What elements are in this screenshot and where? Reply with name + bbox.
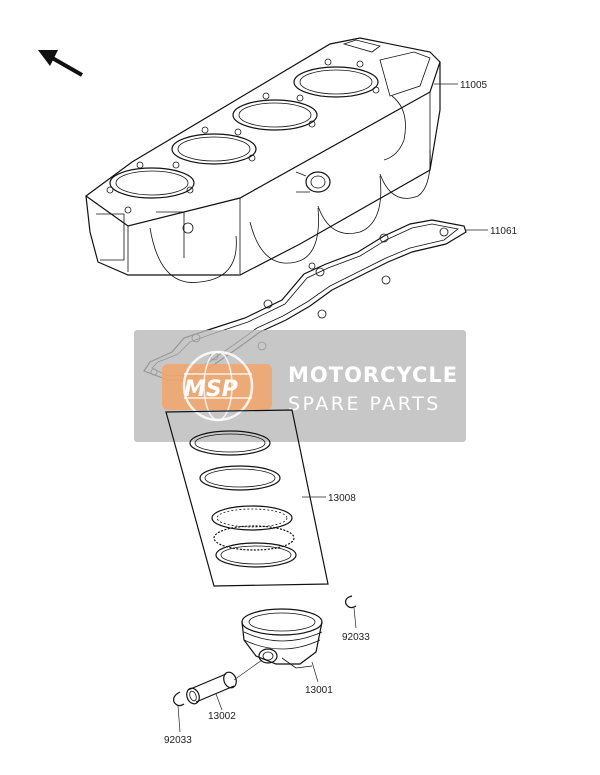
part-number-cylinder: 11005 bbox=[460, 80, 488, 91]
piston[interactable] bbox=[241, 608, 323, 669]
watermark: MSP MOTORCYCLE SPARE PARTS bbox=[134, 330, 466, 442]
watermark-logo-text: MSP bbox=[184, 377, 238, 402]
watermark-line1: MOTORCYCLE bbox=[288, 363, 458, 387]
part-number-ring-set: 13008 bbox=[328, 493, 356, 504]
leader-13001 bbox=[311, 661, 319, 683]
leader-13002 bbox=[215, 659, 263, 711]
part-number-circlip-right: 92033 bbox=[342, 632, 370, 643]
cylinder-block[interactable] bbox=[84, 37, 441, 283]
leader-92033-right bbox=[353, 607, 357, 629]
leader-92033-left bbox=[177, 705, 181, 733]
part-number-piston: 13001 bbox=[305, 685, 333, 696]
watermark-box bbox=[134, 330, 466, 442]
piston-ring-set[interactable] bbox=[165, 409, 329, 587]
circlip-left[interactable] bbox=[173, 691, 185, 707]
watermark-line2: SPARE PARTS bbox=[288, 393, 441, 415]
part-number-pin: 13002 bbox=[208, 711, 236, 722]
circlip-right[interactable] bbox=[345, 595, 357, 609]
part-number-circlip-left: 92033 bbox=[164, 735, 192, 746]
part-number-gasket: 11061 bbox=[490, 226, 518, 237]
piston-pin[interactable] bbox=[185, 670, 239, 705]
arrow-up-left-icon bbox=[38, 50, 83, 77]
